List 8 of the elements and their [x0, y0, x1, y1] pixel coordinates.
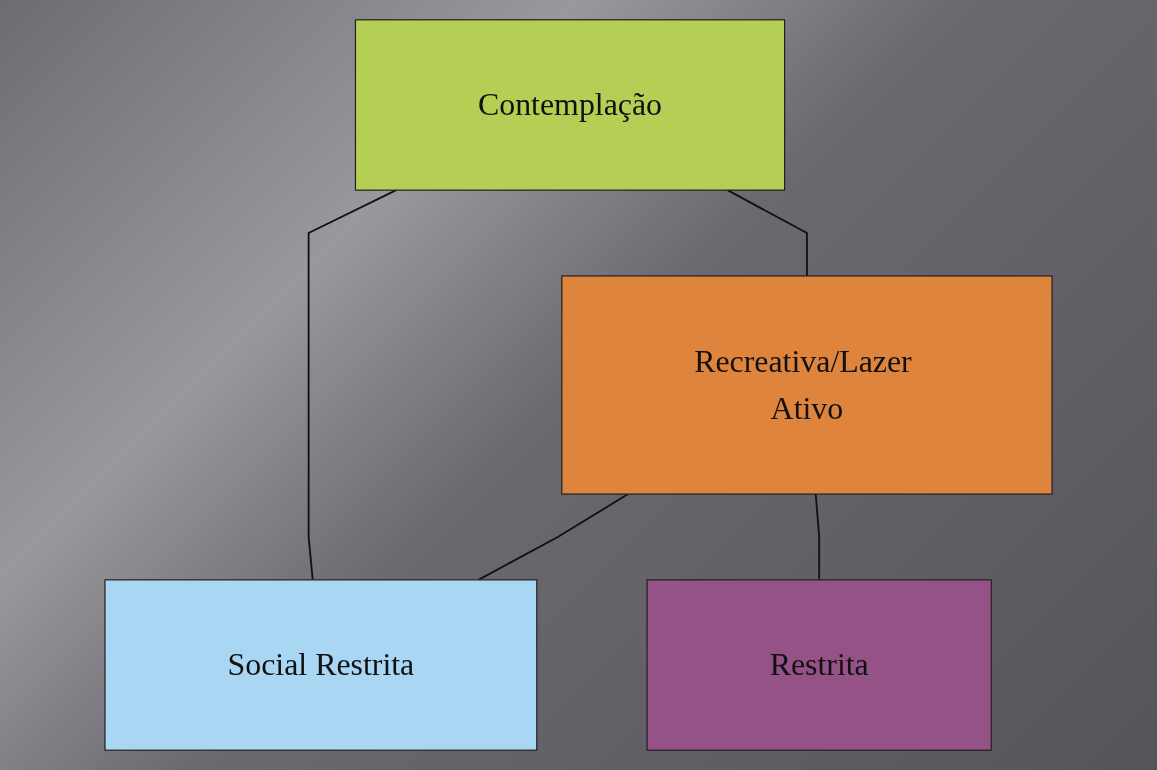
node-box: Social Restrita — [104, 579, 538, 751]
connector — [477, 493, 629, 581]
connector — [307, 189, 398, 581]
connector — [726, 189, 808, 277]
node-box: Contemplação — [354, 19, 786, 191]
connector — [814, 493, 821, 581]
node-box: Restrita — [646, 579, 992, 751]
node-box: Recreativa/Lazer Ativo — [561, 275, 1053, 495]
